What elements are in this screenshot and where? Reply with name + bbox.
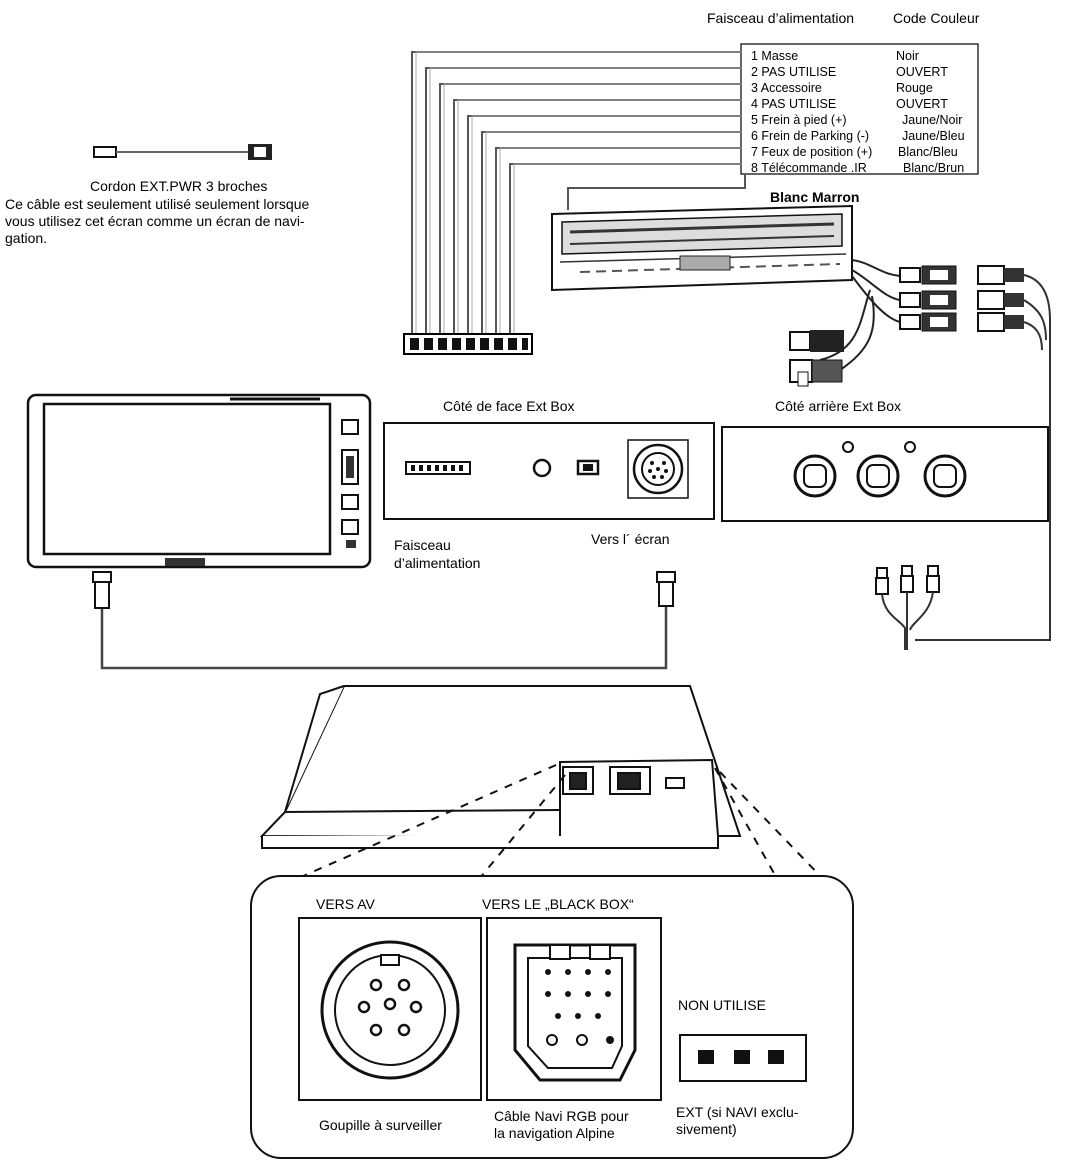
ext-box-rear-panel	[721, 426, 1049, 522]
ext-box-front-title: Côté de face Ext Box	[443, 398, 575, 414]
screen-monitor	[26, 393, 372, 569]
harness-title: Faisceau d’alimentation	[707, 10, 855, 26]
harness-label-line-1: Faisceau	[394, 537, 451, 553]
pin-6-color: Jaune/Bleu	[902, 129, 965, 143]
callout-lines	[284, 764, 829, 885]
to-av-label: VERS AV	[316, 896, 375, 912]
rca-cables	[819, 259, 901, 371]
side-plugs	[789, 330, 844, 387]
ext-pwr-cord	[93, 144, 272, 160]
pin-4-color: OUVERT	[896, 97, 948, 111]
rca-plugs	[899, 265, 1024, 332]
pin-8-color: Blanc/Brun	[903, 161, 965, 175]
screen-cable-plugs	[92, 571, 676, 609]
navi-cable-line-1: Câble Navi RGB pour	[494, 1108, 629, 1124]
harness-connector	[403, 333, 533, 355]
to-black-box-label: VERS LE „BLACK BOX“	[482, 896, 634, 912]
pin-3-label: 3 Accessoire	[751, 81, 822, 95]
cord-title: Cordon EXT.PWR 3 broches	[90, 178, 268, 194]
pin-1-label: 1 Masse	[751, 49, 799, 63]
pin-2-color: OUVERT	[896, 65, 948, 79]
monitor-device-back	[259, 685, 742, 849]
pin-7-label: 7 Feux de position (+)	[751, 145, 873, 159]
ext-box-unit	[551, 204, 853, 292]
blanc-marron-label: Blanc Marron	[770, 189, 860, 205]
pin-6-label: 6 Frein de Parking (-)	[751, 129, 870, 143]
harness-wires	[411, 51, 746, 338]
screen-cable	[100, 590, 668, 670]
pin-3-color: Rouge	[896, 81, 933, 95]
pin-monitor-label: Goupille à surveiller	[319, 1117, 442, 1133]
pin-5-label: 5 Frein à pied (+)	[751, 113, 847, 127]
harness-table	[740, 43, 979, 175]
ext-box-rear-title: Côté arrière Ext Box	[775, 398, 902, 414]
navi-cable-line-2: la navigation Alpine	[494, 1125, 615, 1141]
rca-split-cable	[875, 565, 940, 650]
pin-1-color: Noir	[896, 49, 919, 63]
to-screen-label: Vers l´ écran	[591, 531, 670, 547]
cord-description-line-3: gation.	[5, 230, 48, 246]
pin-2-label: 2 PAS UTILISE	[751, 65, 837, 79]
pin-4-label: 4 PAS UTILISE	[751, 97, 837, 111]
cord-description-line-1: Ce câble est seulement utilisé seulement…	[5, 196, 310, 212]
pin-7-color: Blanc/Bleu	[898, 145, 958, 159]
ext-box-front-panel	[383, 422, 715, 520]
harness-label-line-2: d’alimentation	[394, 555, 481, 571]
pin-8-label: 8 Télécommande .IR	[751, 161, 867, 175]
ext-label-line-2: sivement)	[676, 1121, 737, 1137]
color-code-title: Code Couleur	[893, 10, 980, 26]
ext-label-line-1: EXT (si NAVI exclu-	[676, 1104, 799, 1120]
not-used-label: NON UTILISE	[678, 997, 766, 1013]
pin-5-color: Jaune/Noir	[902, 113, 963, 127]
cord-description-line-2: vous utilisez cet écran comme un écran d…	[5, 213, 305, 229]
connector-zoom-panel	[250, 875, 854, 1159]
